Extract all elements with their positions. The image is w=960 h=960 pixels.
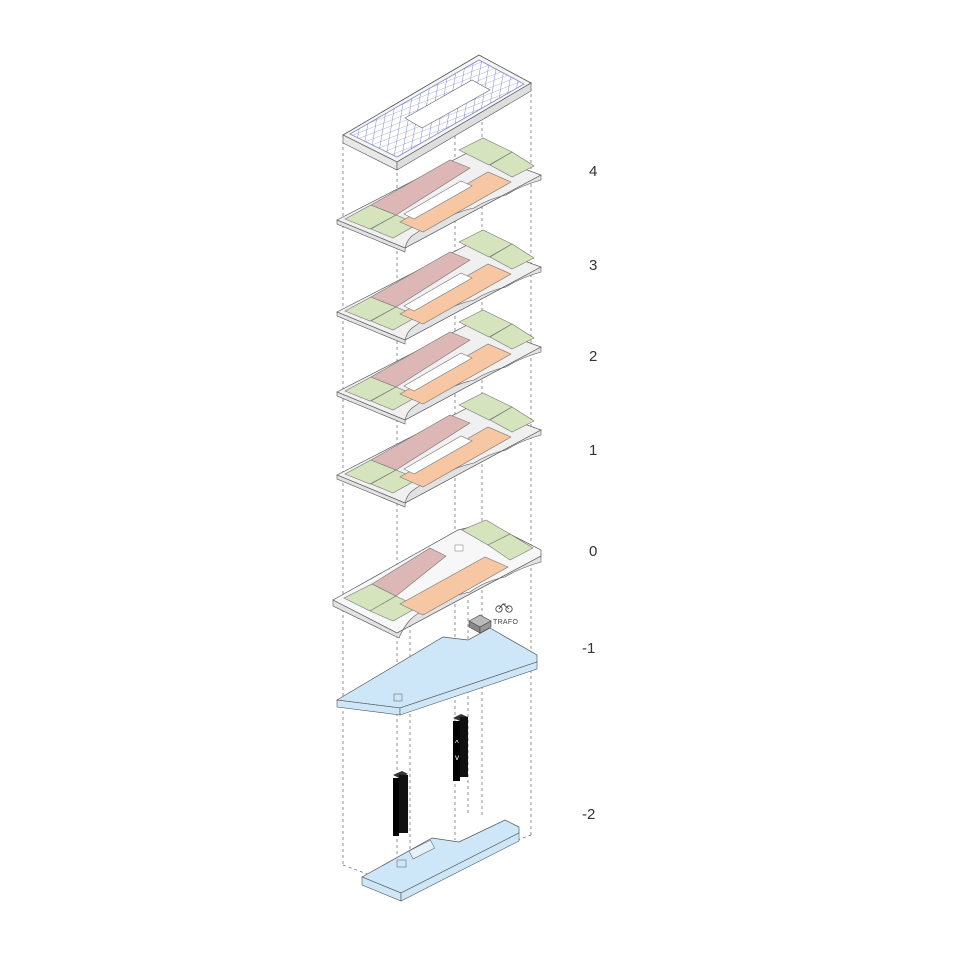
level-label-4: 4 bbox=[589, 163, 597, 180]
floor-level-4 bbox=[336, 137, 542, 253]
bicycle-icon bbox=[495, 603, 513, 613]
parking-label-minus-1: P bbox=[266, 664, 293, 697]
floor-level-1 bbox=[336, 392, 542, 508]
level-label-2: 2 bbox=[589, 348, 597, 365]
parking-label-minus-2: P bbox=[255, 829, 282, 862]
parking-level-minus-1: P bbox=[266, 627, 538, 716]
roof-solar-level bbox=[342, 54, 532, 171]
trafo-block bbox=[468, 614, 492, 634]
parking-level-minus-2: P bbox=[255, 819, 520, 902]
trafo-label: TRAFO bbox=[493, 619, 518, 626]
level-label-3: 3 bbox=[589, 257, 597, 274]
level-label-0: 0 bbox=[589, 543, 597, 560]
level-label-minus-1: -1 bbox=[582, 640, 595, 657]
level-label-minus-2: -2 bbox=[582, 806, 595, 823]
elevator-down-arrow: v bbox=[455, 753, 459, 762]
elevator-up-arrow: ^ bbox=[455, 739, 459, 748]
level-label-1: 1 bbox=[589, 442, 597, 459]
floor-level-0 bbox=[332, 519, 542, 639]
elevator-core: ^ v bbox=[453, 714, 468, 781]
stair-core bbox=[393, 771, 408, 836]
